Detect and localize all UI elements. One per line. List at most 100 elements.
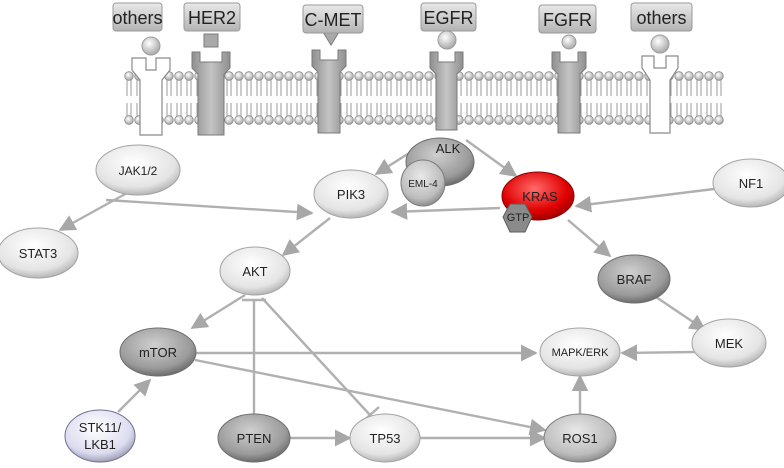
arrow-kras-braf xyxy=(567,219,612,258)
lipid-head xyxy=(164,115,174,125)
arrow-kras-pik3 xyxy=(390,203,501,220)
node-jak: JAK1/2 xyxy=(95,144,181,196)
lipid-head xyxy=(614,71,624,81)
node-gtp: GTP xyxy=(502,203,533,233)
lipid-head xyxy=(284,71,294,81)
svg-text:mTOR: mTOR xyxy=(139,345,177,360)
lipid-head xyxy=(174,115,184,125)
lipid-head xyxy=(234,115,244,125)
receptor-others-right xyxy=(641,34,679,134)
arrow-egfr-kras xyxy=(465,139,518,177)
lipid-head xyxy=(684,71,694,81)
svg-text:PIK3: PIK3 xyxy=(337,187,365,202)
lipid-head xyxy=(184,115,194,125)
lipid-head xyxy=(264,71,274,81)
svg-text:MEK: MEK xyxy=(715,336,744,351)
lipid-head xyxy=(484,71,494,81)
node-mapk: MAPK/ERK xyxy=(539,327,621,377)
lipid-head xyxy=(124,115,134,125)
lipid-head xyxy=(604,71,614,81)
lipid-head xyxy=(694,115,704,125)
lipid-head xyxy=(174,71,184,81)
lipid-head xyxy=(704,115,714,125)
lipid-head xyxy=(674,115,684,125)
lipid-head xyxy=(354,71,364,81)
lipid-head xyxy=(674,71,684,81)
node-eml4: EML-4 xyxy=(400,159,446,207)
lipid-head xyxy=(494,115,504,125)
arrow-jak-pik3 xyxy=(105,198,314,221)
lipid-head xyxy=(624,71,634,81)
svg-text:MAPK/ERK: MAPK/ERK xyxy=(552,347,610,359)
lipid-head xyxy=(534,115,544,125)
lipid-head xyxy=(254,71,264,81)
lipid-head xyxy=(624,115,634,125)
lipid-head xyxy=(474,71,484,81)
lipid-head xyxy=(484,115,494,125)
svg-text:STAT3: STAT3 xyxy=(19,246,58,261)
arrow-pik3-akt xyxy=(281,217,331,257)
svg-text:TP53: TP53 xyxy=(369,431,400,446)
node-braf: BRAF xyxy=(597,254,671,304)
lipid-head xyxy=(294,71,304,81)
receptor-cmet xyxy=(311,31,347,134)
node-ros1: ROS1 xyxy=(543,413,617,463)
lipid-head xyxy=(414,71,424,81)
node-stk11: STK11/ LKB1 xyxy=(64,409,136,463)
node-mek: MEK xyxy=(691,318,767,368)
lipid-head xyxy=(344,115,354,125)
lipid-head xyxy=(544,71,554,81)
lipid-head xyxy=(274,115,284,125)
node-pik3: PIK3 xyxy=(313,169,389,219)
arrow-jak-stat3 xyxy=(58,191,128,232)
lipid-head xyxy=(364,115,374,125)
lipid-head xyxy=(294,115,304,125)
arrow-mek-mapk xyxy=(620,344,697,362)
inhibit-akt-tp53 xyxy=(261,297,371,416)
node-tp53: TP53 xyxy=(349,413,421,463)
svg-text:PTEN: PTEN xyxy=(237,431,272,446)
lipid-head xyxy=(354,115,364,125)
svg-text:others: others xyxy=(636,8,686,28)
lipid-head xyxy=(604,115,614,125)
receptor-her2 xyxy=(191,33,231,136)
lipid-head xyxy=(244,115,254,125)
arrow-braf-mek xyxy=(655,296,707,331)
receptor-egfr xyxy=(429,30,464,131)
node-nf1: NF1 xyxy=(712,158,784,208)
label-egfr: EGFR xyxy=(420,2,477,32)
svg-text:EML-4: EML-4 xyxy=(408,179,438,190)
svg-text:FGFR: FGFR xyxy=(543,10,592,30)
svg-text:GTP: GTP xyxy=(507,212,530,224)
label-fgfr: FGFR xyxy=(538,4,597,34)
lipid-head xyxy=(594,115,604,125)
svg-text:ALK: ALK xyxy=(436,141,461,156)
receptor-fgfr xyxy=(551,34,587,134)
lipid-head xyxy=(394,115,404,125)
label-others-left: others xyxy=(112,2,163,32)
lipid-head xyxy=(614,115,624,125)
svg-text:STK11/: STK11/ xyxy=(79,420,122,435)
lipid-head xyxy=(714,115,724,125)
svg-text:C-MET: C-MET xyxy=(305,10,362,30)
lipid-head xyxy=(464,71,474,81)
arrow-nf1-kras xyxy=(574,187,715,213)
lipid-head xyxy=(414,115,424,125)
lipid-head xyxy=(714,71,724,81)
lipid-head xyxy=(344,71,354,81)
lipid-head xyxy=(404,71,414,81)
lipid-head xyxy=(494,71,504,81)
node-pten: PTEN xyxy=(217,413,291,463)
lipid-head xyxy=(544,115,554,125)
svg-text:AKT: AKT xyxy=(242,264,267,279)
lipid-head xyxy=(254,115,264,125)
svg-text:HER2: HER2 xyxy=(188,8,236,28)
lipid-head xyxy=(584,115,594,125)
label-cmet: C-MET xyxy=(302,4,364,34)
lipid-head xyxy=(534,71,544,81)
svg-text:JAK1/2: JAK1/2 xyxy=(119,164,158,178)
lipid-head xyxy=(264,115,274,125)
arrow-akt-mtor xyxy=(190,293,246,330)
svg-text:LKB1: LKB1 xyxy=(84,437,116,452)
